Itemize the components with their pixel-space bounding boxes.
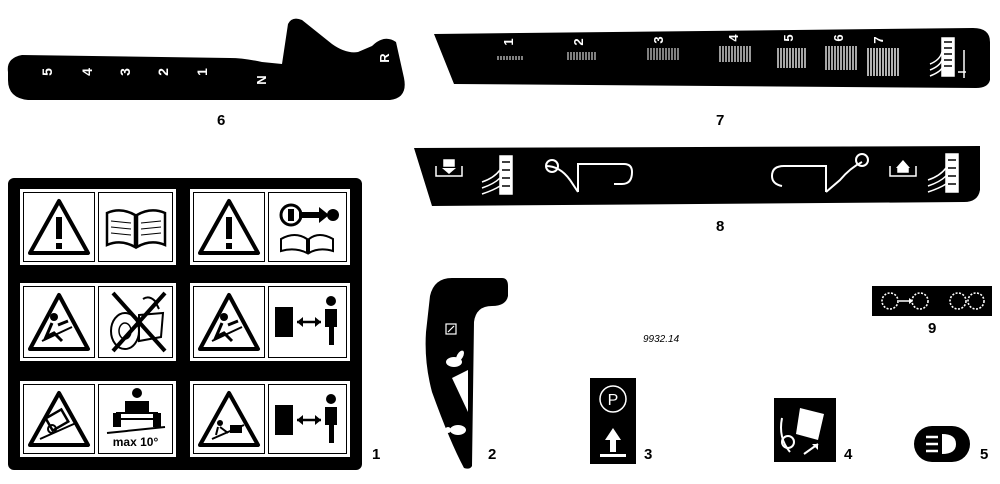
rollover-panel (23, 384, 95, 454)
hitch-icon-right (927, 153, 959, 193)
decal-3-parking-brake: P (590, 378, 636, 464)
svg-text:6: 6 (831, 34, 846, 41)
decal-7-gear-range-plate: 1 2 3 4 5 6 7 (434, 28, 990, 88)
gear-2: 2 (567, 38, 596, 60)
callout-2: 2 (488, 446, 497, 463)
manual-book-icon (105, 209, 167, 250)
raise-arrow-icon (889, 160, 917, 177)
headlight-icon (926, 434, 956, 454)
decal6-label-n: N (254, 75, 269, 84)
no-riders-panel (98, 286, 173, 358)
gear-7: 7 (867, 36, 899, 76)
warning-panel (23, 192, 95, 262)
decal-2-throttle-plate (425, 278, 508, 469)
safety-cell-keep-distance-2 (189, 380, 351, 458)
gear-shift-icon (929, 37, 966, 78)
key-panel (268, 192, 347, 262)
callout-4: 4 (844, 446, 853, 463)
hazard-panel (23, 286, 95, 358)
keep-distance-icon (275, 296, 337, 345)
decal6-label-4: 4 (79, 68, 95, 76)
arrow-right-icon (899, 298, 913, 304)
decal-6-gear-shift-plate: 5 4 3 2 1 N R (7, 18, 405, 101)
no-riders-icon (110, 291, 167, 353)
decal-9-range-selector (872, 286, 992, 316)
decal6-label-1: 1 (194, 68, 210, 76)
warning-panel (193, 192, 265, 262)
hazard-panel (193, 286, 265, 358)
svg-text:P: P (608, 392, 619, 409)
decal6-label-5: 5 (39, 68, 55, 76)
decal-4-seat-tilt (774, 398, 836, 462)
distance-panel (268, 384, 347, 454)
decal-5-headlight (914, 426, 970, 462)
lower-arrow-icon (435, 159, 463, 177)
svg-text:7: 7 (871, 36, 886, 43)
gear-5: 5 (777, 34, 806, 68)
manual-panel (98, 192, 173, 262)
safety-cell-slope: max 10° (19, 380, 177, 458)
gear-3: 3 (647, 36, 679, 60)
gear-4: 4 (719, 34, 751, 62)
choke-icon (445, 323, 457, 335)
warning-triangle-icon (28, 199, 90, 255)
callout-3: 3 (644, 446, 653, 463)
slope-limit-text: max 10° (112, 435, 159, 449)
hazard-panel (193, 384, 265, 454)
svg-text:5: 5 (781, 34, 796, 41)
key-remove-icon (279, 203, 339, 255)
arrow-up-icon (600, 428, 626, 457)
crush-hazard-icon (198, 293, 260, 351)
callout-1: 1 (372, 446, 381, 463)
safety-cell-read-manual (19, 188, 177, 266)
gear-1: 1 (497, 38, 523, 60)
decal6-label-r: R (377, 53, 392, 63)
callout-9: 9 (928, 320, 937, 337)
keep-distance-icon (275, 394, 337, 443)
decal-8-hydraulic-lever-plate (414, 146, 980, 206)
hand-lever-icon (770, 153, 869, 193)
crush-hazard-icon (28, 293, 90, 351)
safety-cell-keep-distance (189, 282, 351, 362)
safety-cell-remove-key (189, 188, 351, 266)
safety-cell-no-riders (19, 282, 177, 362)
slope-icon (106, 388, 166, 434)
hare-icon (446, 350, 464, 367)
warning-triangle-icon (198, 199, 260, 255)
figure-code: 9932.14 (643, 334, 680, 345)
svg-text:2: 2 (571, 38, 586, 45)
hand-lever-icon (545, 159, 634, 193)
speed-wedge (452, 370, 468, 412)
callout-7: 7 (716, 112, 725, 129)
svg-text:1: 1 (501, 38, 516, 45)
callout-8: 8 (716, 218, 725, 235)
gear-6: 6 (825, 34, 857, 70)
seat-tilt-icon (780, 408, 824, 455)
callout-6: 6 (217, 112, 226, 129)
svg-text:4: 4 (726, 34, 741, 42)
rollover-hazard-icon (28, 391, 90, 447)
callout-5: 5 (980, 446, 989, 463)
parking-brake-icon: P (599, 385, 627, 413)
svg-text:3: 3 (651, 36, 666, 43)
slope-panel: max 10° (98, 384, 173, 454)
decal-1-safety-panel: max 10° (8, 178, 362, 470)
decal6-label-3: 3 (117, 68, 133, 76)
distance-panel (268, 286, 347, 358)
hitch-icon-left (481, 155, 513, 195)
decal6-label-2: 2 (155, 68, 171, 76)
tortoise-icon (445, 425, 466, 435)
attachment-hazard-icon (198, 391, 260, 447)
